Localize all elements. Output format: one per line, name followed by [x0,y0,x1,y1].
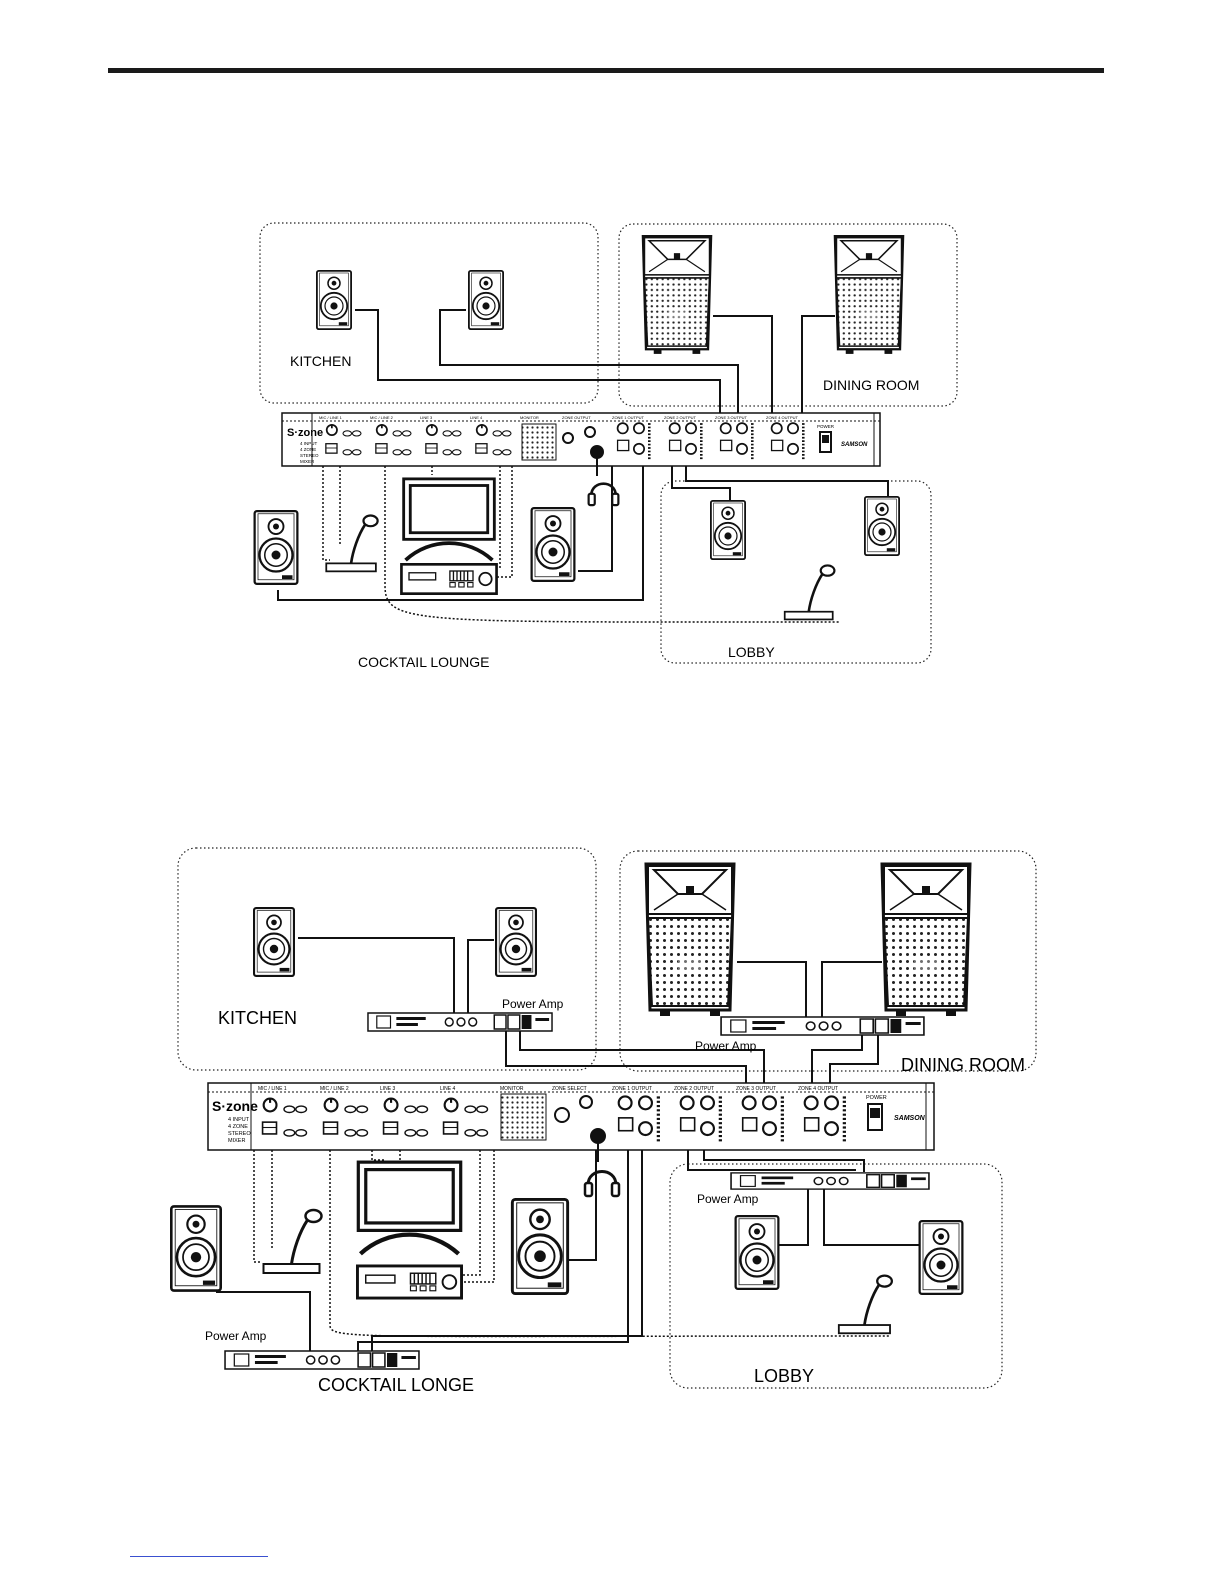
lobby-speaker-right [863,496,901,556]
mixer-section-label: LINE 3 [380,1086,396,1092]
szone-mixer-1: S·zone 4 INPUT 4 ZONE STEREO MIXER MIC /… [281,412,881,467]
mixer-section-label: ZONE 2 OUTPUT [664,415,697,420]
dining-zone-boundary [619,850,1037,1072]
lobby-speaker-left [734,1215,780,1290]
cocktail-lounge-label: COCKTAIL LOUNGE [358,654,489,670]
mixer-section-label: MIC / LINE 1 [319,415,343,420]
power-label: POWER [866,1095,887,1101]
zone-boundaries [177,847,1037,1389]
monitor-speaker-grille [500,1093,547,1141]
mixer-section-label: MONITOR [520,415,539,420]
mixer-desc-4: MIXER [300,459,315,464]
mixer-section-label: MONITOR [500,1086,524,1092]
mixer-section-label: MIC / LINE 2 [370,415,394,420]
szone-mixer-2: S·zone 4 INPUT 4 ZONE STEREO MIXER MIC /… [207,1082,935,1151]
mixer-desc-2: 4 ZONE [228,1124,248,1130]
dining-pa-speaker-right [833,234,905,356]
diagram-2: S·zone 4 INPUT 4 ZONE STEREO MIXER MIC /… [170,847,1037,1395]
bottom-link-underline [130,1556,268,1557]
top-rule [108,68,1104,73]
dining-pa-speaker-left [641,234,713,356]
lounge-microphone-icon [324,514,380,573]
mixer-section-label: ZONE 1 OUTPUT [612,415,645,420]
lobby-label: LOBBY [754,1366,814,1386]
kitchen-label: KITCHEN [218,1008,297,1028]
lounge-speaker-left [253,510,299,585]
mixer-desc-4: MIXER [228,1138,245,1144]
mixer-section-label: LINE 4 [470,415,483,420]
power-label: POWER [817,424,835,429]
cables [277,309,889,601]
mixer-brand: S·zone [212,1098,258,1114]
receiver-icon [400,563,498,595]
cocktail-lounge-label: COCKTAIL LONGE [318,1375,474,1395]
lobby-microphone-icon [837,1274,894,1335]
lounge-amp-label: Power Amp [205,1329,267,1343]
mixer-section-label: ZONE 4 OUTPUT [766,415,799,420]
mixer-section-label: ZONE SELECT [552,1086,587,1092]
line-cables [253,1150,891,1338]
kitchen-speaker-left [252,907,296,977]
lobby-speaker-left [709,500,747,560]
lobby-label: LOBBY [728,644,775,660]
receiver-icon [356,1264,463,1300]
mixer-section-label: ZONE 1 OUTPUT [612,1086,652,1092]
kitchen-speaker-left [315,270,353,330]
samson-logo: SAMSON [894,1115,926,1122]
dining-amp-label: Power Amp [695,1039,757,1053]
headphones-icon [583,1169,621,1198]
tv-icon [358,1162,460,1254]
lounge-speaker-left [170,1205,222,1292]
mixer-desc-1: 4 INPUT [228,1117,250,1123]
lobby-microphone-icon [783,564,836,621]
kitchen-zone-boundary [259,222,599,404]
kitchen-label: KITCHEN [290,353,351,369]
headphones-icon [587,482,620,507]
line-cables [322,458,841,623]
lobby-speaker-right [918,1220,964,1295]
lobby-amp-label: Power Amp [697,1192,759,1206]
dining-pa-speaker-left [644,862,736,1018]
mixer-desc-1: 4 INPUT [300,441,318,446]
mixer-brand: S·zone [287,427,323,439]
mixer-section-label: ZONE 3 OUTPUT [715,415,748,420]
kitchen-speaker-right [467,270,505,330]
tv-icon [401,477,497,562]
mixer-section-label: ZONE 2 OUTPUT [674,1086,714,1092]
kitchen-power-amp-icon [367,1012,553,1032]
dining-room-label: DINING ROOM [901,1055,1025,1075]
dining-zone-boundary [618,223,958,407]
lobby-zone-boundary [669,1163,1003,1389]
dining-pa-speaker-right [880,862,972,1018]
mixer-section-label: ZONE 3 OUTPUT [736,1086,776,1092]
lounge-speaker-right [510,1198,570,1295]
lounge-power-amp-icon [224,1350,420,1370]
kitchen-speaker-right [494,907,538,977]
samson-logo: SAMSON [841,442,868,448]
mixer-desc-3: STEREO [228,1131,251,1137]
kitchen-amp-label: Power Amp [502,997,564,1011]
mixer-section-label: LINE 3 [420,415,433,420]
dining-power-amp-icon [720,1016,925,1036]
diagram-1: S·zone 4 INPUT 4 ZONE STEREO MIXER MIC /… [253,222,958,670]
lobby-power-amp-icon [730,1172,930,1190]
mixer-section-label: ZONE 4 OUTPUT [798,1086,838,1092]
mixer-section-label: MIC / LINE 1 [258,1086,287,1092]
dining-room-label: DINING ROOM [823,377,919,393]
mixer-desc-3: STEREO [300,453,319,458]
monitor-speaker-grille [521,423,557,461]
mixer-desc-2: 4 ZONE [300,447,316,452]
lounge-speaker-right [530,507,576,582]
mixer-section-label: MIC / LINE 2 [320,1086,349,1092]
mixer-section-label: LINE 4 [440,1086,456,1092]
mixer-section-label: ZONE OUTPUT [562,415,591,420]
